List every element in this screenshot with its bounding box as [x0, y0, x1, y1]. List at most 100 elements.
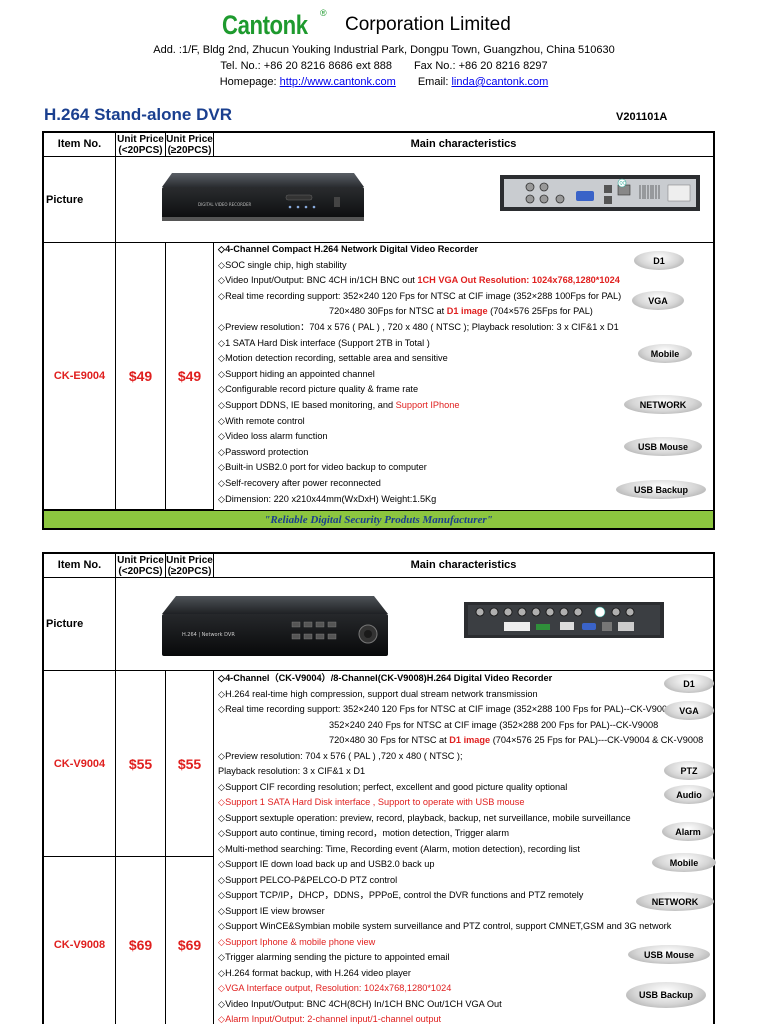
characteristic-text: ◇Support IE down load back up and USB2.0… — [218, 859, 435, 869]
company-logo: Cantonk — [222, 10, 308, 40]
characteristic-text: ◇Password protection — [218, 446, 309, 457]
dvr-e9004-rear-image: QC — [500, 175, 700, 211]
characteristic-highlight: ◇VGA Interface output, Resolution: 1024x… — [218, 983, 452, 993]
characteristic-text: ◇Support CIF recording resolution; perfe… — [218, 781, 568, 792]
product-table-e9004: Item No. Unit Price(<20PCS) Unit Price(≥… — [42, 131, 715, 530]
badge-network: NETWORK — [636, 892, 714, 911]
characteristic-text: ◇Trigger alarming sending the picture to… — [218, 952, 450, 962]
characteristic-line: ◇Support TCP/IP，DHCP，DDNS，PPPoE, control… — [218, 890, 583, 901]
characteristic-text: ◇Support DDNS, IE based monitoring, and — [218, 400, 396, 410]
price-low-cell: $49 — [116, 243, 166, 510]
characteristic-line: ◇Video Input/Output: BNC 4CH in/1CH BNC … — [218, 275, 620, 286]
characteristic-text: (704×576 25Fps for PAL) — [487, 306, 593, 317]
characteristic-text: ◇With remote control — [218, 415, 305, 426]
characteristic-line: ◇Support 1 SATA Hard Disk interface , Su… — [218, 797, 524, 808]
characteristic-text: ◇Built-in USB2.0 port for video backup t… — [218, 462, 427, 473]
email-link[interactable]: linda@cantonk.com — [451, 76, 549, 88]
characteristic-line: ◇Support IE view browser — [218, 906, 325, 917]
characteristic-text: ◇Video Input/Output: BNC 4CH(8CH) In/1CH… — [218, 998, 502, 1009]
characteristic-text: ◇Support PELCO-P&PELCO-D PTZ control — [218, 874, 398, 885]
characteristic-text: ◇SOC single chip, high stability — [218, 259, 347, 270]
header-price-low: Unit Price(<20PCS) — [116, 133, 166, 157]
fax-number: Fax No.: +86 20 8216 8297 — [413, 60, 548, 72]
header-item-no: Item No. — [44, 554, 116, 578]
characteristic-highlight: ◇Support Iphone & mobile phone view — [218, 936, 376, 947]
homepage-link[interactable]: http://www.cantonk.com — [279, 76, 396, 88]
characteristic-highlight: Support IPhone — [395, 400, 460, 410]
characteristic-line: ◇Real time recording support: 352×240 12… — [218, 704, 672, 715]
characteristic-text: 720×480 30 Fps for NTSC at — [329, 735, 450, 745]
company-header: Cantonk ® Corporation Limited Add. :1/F,… — [0, 0, 768, 96]
characteristic-text: ◇Support TCP/IP，DHCP，DDNS，PPPoE, control… — [218, 890, 584, 900]
contact-phone-line: Tel. No.: +86 20 8216 8686 ext 888 Fax No… — [0, 60, 768, 72]
characteristic-line: ◇With remote control — [218, 416, 305, 427]
characteristic-line: ◇H.264 format backup, with H.264 video p… — [218, 968, 411, 979]
characteristic-highlight: 1CH VGA Out Resolution: 1024x768,1280*10… — [417, 275, 620, 286]
characteristic-text: ◇Preview resolution: 704 x 576 ( PAL ) ,… — [218, 750, 463, 761]
dvr-v9000-rear-image — [464, 602, 664, 638]
badge-usb-mouse: USB Mouse — [624, 437, 702, 456]
characteristic-line: ◇H.264 real-time high compression, suppo… — [218, 689, 538, 700]
characteristics-cell: ◇4-Channel（CK-V9004）/8-Channel(CK-V9008)… — [214, 671, 716, 1024]
characteristics-cell: ◇4-Channel Compact H.264 Network Digital… — [214, 243, 713, 510]
price-high-cell: $49 — [166, 243, 214, 510]
characteristic-text: (704×576 25 Fps for PAL)---CK-V9004 & CK… — [490, 735, 704, 745]
price-high-cell-v9004: $55 — [166, 671, 214, 857]
characteristic-highlight: D1 image — [446, 306, 488, 317]
characteristic-text: ◇Video loss alarm function — [218, 431, 328, 442]
characteristic-line: 720×480 30Fps for NTSC at D1 image (704×… — [329, 306, 593, 317]
characteristic-text: ◇Motion detection recording, settable ar… — [218, 353, 448, 364]
badge-usb-mouse: USB Mouse — [628, 945, 710, 964]
registered-mark: ® — [320, 8, 327, 18]
qc-sticker: QC — [620, 181, 626, 186]
badge-audio: Audio — [664, 785, 714, 804]
badge-ptz: PTZ — [664, 761, 714, 780]
characteristic-line: ◇Password protection — [218, 447, 308, 458]
characteristic-text: ◇H.264 real-time high compression, suppo… — [218, 688, 538, 699]
document-title: H.264 Stand-alone DVR — [44, 105, 232, 124]
header-price-high: Unit Price(≥20PCS) — [166, 554, 214, 578]
characteristic-text: ◇Configurable record picture quality & f… — [218, 384, 419, 395]
dvr-v9000-front-image: H.264 | Network DVR — [162, 596, 388, 656]
characteristic-highlight: D1 image — [449, 735, 491, 745]
characteristic-line: 352×240 240 Fps for NTSC at CIF image (3… — [329, 720, 658, 731]
characteristic-line: ◇Support Iphone & mobile phone view — [218, 937, 375, 948]
header-main-characteristics: Main characteristics — [214, 554, 713, 578]
dvr-e9004-front-image: DIGITAL VIDEO RECORDER — [162, 173, 364, 221]
characteristic-text: 720×480 30Fps for NTSC at — [329, 306, 447, 317]
picture-label: Picture — [44, 578, 116, 671]
badge-mobile: Mobile — [652, 853, 716, 872]
characteristic-text: ◇4-Channel Compact H.264 Network Digital… — [218, 244, 479, 254]
characteristic-line: ◇4-Channel（CK-V9004）/8-Channel(CK-V9008)… — [218, 673, 552, 684]
characteristic-text: ◇Real time recording support: 352×240 12… — [218, 704, 673, 714]
header-price-high: Unit Price(≥20PCS) — [166, 133, 214, 157]
characteristic-text: ◇Self-recovery after power reconnected — [218, 478, 381, 488]
picture-cell: H.264 | Network DVR — [116, 578, 713, 671]
characteristic-text: ◇4-Channel（CK-V9004）/8-Channel(CK-V9008)… — [218, 673, 553, 683]
characteristic-line: ◇Motion detection recording, settable ar… — [218, 353, 448, 364]
price-low-cell-v9008: $69 — [116, 857, 166, 1024]
characteristic-line: ◇VGA Interface output, Resolution: 1024x… — [218, 983, 451, 994]
document-code: V201101A — [616, 111, 668, 123]
characteristic-text: ◇Dimension: 220 x210x44mm(WxDxH) Weight:… — [218, 493, 437, 504]
badge-usb-backup: USB Backup — [616, 480, 706, 499]
price-low-cell-v9004: $55 — [116, 671, 166, 857]
characteristic-line: Playback resolution: 3 x CIF&1 x D1 — [218, 766, 365, 777]
characteristic-line: ◇Trigger alarming sending the picture to… — [218, 952, 449, 963]
characteristic-line: ◇Real time recording support: 352×240 12… — [218, 291, 621, 302]
company-address: Add. :1/F, Bldg 2nd, Zhucun Youking Indu… — [153, 44, 615, 56]
picture-cell: DIGITAL VIDEO RECORDER QC — [116, 157, 713, 243]
item-no-cell: CK-E9004 — [44, 243, 116, 510]
characteristic-line: ◇1 SATA Hard Disk interface (Support 2TB… — [218, 338, 430, 349]
characteristic-line: ◇SOC single chip, high stability — [218, 260, 347, 271]
characteristic-text: ◇1 SATA Hard Disk interface (Support 2TB… — [218, 337, 430, 348]
badge-alarm: Alarm — [662, 822, 714, 841]
characteristic-line: ◇Support PELCO-P&PELCO-D PTZ control — [218, 875, 397, 886]
characteristic-line: ◇Alarm Input/Output: 2-channel input/1-c… — [218, 1014, 441, 1024]
characteristic-text: ◇Video Input/Output: BNC 4CH in/1CH BNC … — [218, 275, 418, 286]
header-price-low: Unit Price(<20PCS) — [116, 554, 166, 578]
characteristic-text: ◇H.264 format backup, with H.264 video p… — [218, 967, 411, 978]
front-panel-text: DIGITAL VIDEO RECORDER — [198, 202, 251, 207]
tel-number: Tel. No.: +86 20 8216 8686 ext 888 — [220, 60, 392, 72]
header-item-no: Item No. — [44, 133, 116, 157]
